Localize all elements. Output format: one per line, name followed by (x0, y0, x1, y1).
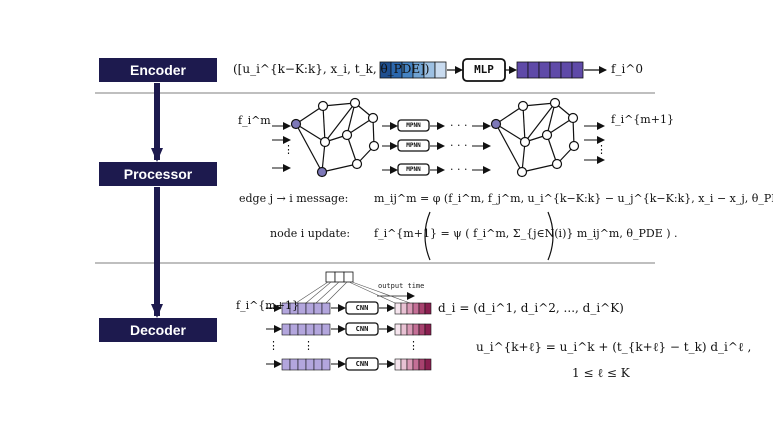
mlp-label: MLP (474, 63, 494, 76)
cnn-label-1: CNN (355, 304, 369, 312)
processor-input-feature: f_i^m (238, 114, 271, 127)
decoder-vertical-ellipsis-2: ⋮ (303, 339, 314, 352)
processor-output-feature: f_i^{m+1} (611, 113, 674, 126)
node-update-formula: f_i^{m+1} = ψ ( f_i^m, Σ_{j∈N(i)} m_ij^m… (374, 227, 678, 240)
decoder-range-formula: 1 ≤ ℓ ≤ K (572, 366, 630, 380)
encoder-input-vector (379, 61, 447, 79)
mpnn-ellipsis-2: · · · (450, 139, 468, 152)
graph-left (290, 97, 380, 178)
processor-vertical-ellipsis-right: ⋮ (596, 143, 607, 156)
edge-message-formula: m_ij^m = φ (f_i^m, f_j^m, u_i^{k−K:k} − … (374, 192, 773, 205)
mpnn-stack (382, 119, 491, 176)
mpnn-ellipsis-1: · · · (450, 119, 468, 132)
cnn-filter-kernel (325, 271, 354, 283)
decoder-update-formula: u_i^{k+ℓ} = u_i^k + (t_{k+ℓ} − t_k) d_i^… (476, 340, 752, 354)
decoder-row-2 (266, 322, 432, 336)
mpnn-label-3: MPNN (406, 166, 421, 173)
graph-right (490, 97, 580, 178)
mpnn-label-1: MPNN (406, 122, 421, 129)
encoder-output-feature: f_i^0 (611, 62, 643, 76)
encoder-input-formula: ([u_i^{k−K:k}, x_i, t_k, θ_PDE]) (233, 62, 430, 76)
mpnn-ellipsis-3: · · · (450, 163, 468, 176)
decoder-input-feature: f_i^{m+1} (236, 299, 299, 312)
mpnn-label-2: MPNN (406, 142, 421, 149)
node-update-paren-left (424, 211, 431, 261)
node-update-label: node i update: (270, 227, 351, 240)
decoder-d-formula: d_i = (d_i^1, d_i^2, ..., d_i^K) (438, 301, 624, 315)
encoder-label: Encoder (99, 58, 217, 82)
cnn-label-3: CNN (355, 360, 369, 368)
processor-label: Processor (99, 162, 217, 186)
node-update-paren-right (547, 211, 554, 261)
encoder-output-vector (516, 61, 584, 79)
processor-vertical-ellipsis-left: ⋮ (283, 143, 294, 156)
processor-output-arrows (584, 122, 605, 164)
kernel-fan-lines (295, 281, 411, 304)
decoder-row-1 (266, 301, 432, 315)
cnn-label-2: CNN (355, 325, 369, 333)
decoder-row-3 (266, 357, 432, 371)
processor-input-arrows (272, 122, 291, 172)
output-time-label: output time (378, 282, 425, 290)
edge-message-label: edge j → i message: (239, 192, 349, 205)
decoder-vertical-ellipsis-1: ⋮ (268, 339, 279, 352)
decoder-label: Decoder (99, 318, 217, 342)
decoder-vertical-ellipsis-3: ⋮ (408, 339, 419, 352)
